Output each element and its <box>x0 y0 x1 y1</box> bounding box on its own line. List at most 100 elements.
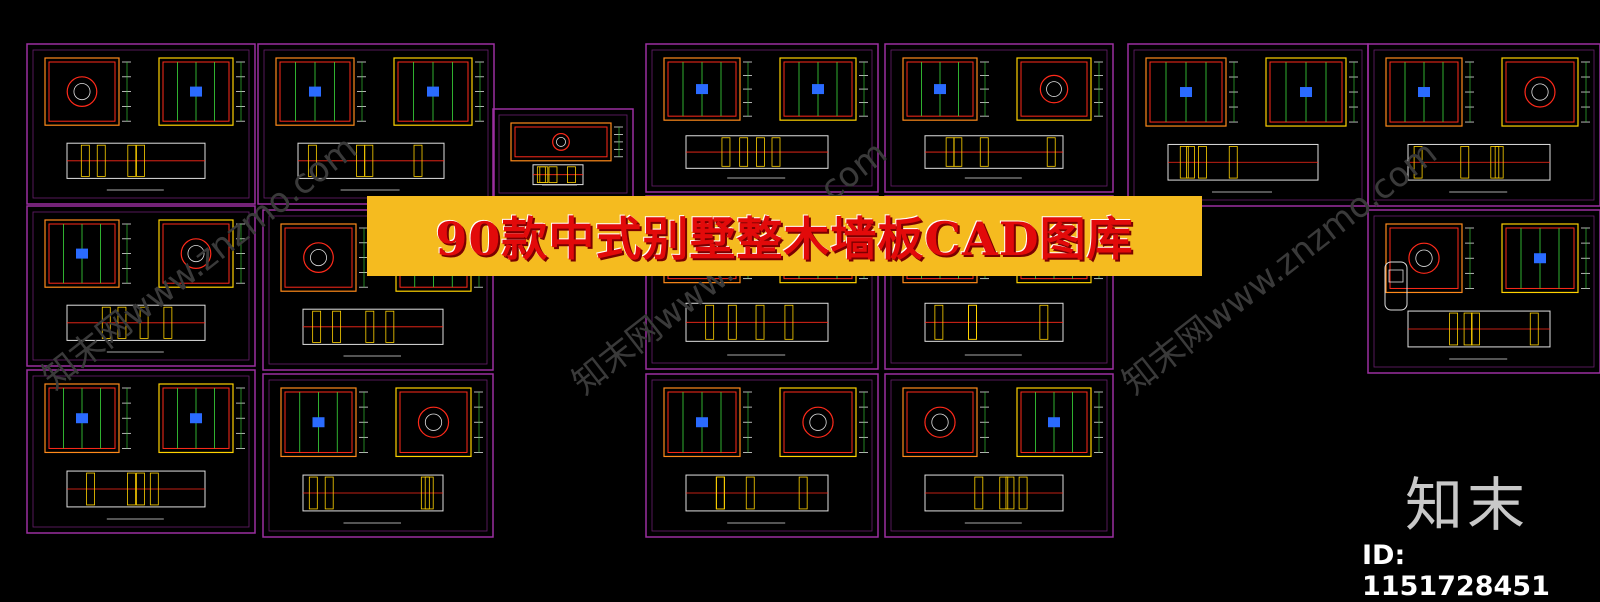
cad-section-detail <box>127 472 136 506</box>
cad-section-detail <box>756 137 765 167</box>
cad-accent-block <box>696 417 708 428</box>
cad-sheet-frame <box>26 43 256 205</box>
cad-section-detail <box>705 304 715 340</box>
cad-ornament-circle <box>556 136 566 147</box>
cad-elevation-outline <box>1385 57 1463 127</box>
cad-section-detail <box>784 304 794 340</box>
cad-section-detail <box>1179 146 1189 179</box>
cad-elevation-outline <box>1016 57 1092 121</box>
cad-accent-block <box>190 413 202 424</box>
cad-elevation-inner <box>1020 61 1088 117</box>
car-outline <box>1384 261 1408 311</box>
cad-accent-block <box>190 86 202 97</box>
cad-section-detail <box>136 144 145 177</box>
cad-section-detail <box>1186 146 1195 179</box>
cad-elevation-outline <box>158 383 234 454</box>
cad-elevation-outline <box>1265 57 1347 127</box>
cad-section-detail <box>979 137 989 167</box>
cad-ornament-circle <box>931 413 949 431</box>
title-banner: 90款中式别墅整木墙板CAD图库 <box>367 196 1202 276</box>
cad-sheet-frame <box>26 205 256 367</box>
cad-elevation-outline <box>1501 57 1579 127</box>
cad-section-detail <box>1449 312 1458 346</box>
cad-section-detail <box>755 304 765 340</box>
cad-accent-block <box>1534 253 1546 264</box>
cad-section-detail <box>424 476 434 510</box>
cad-accent-block <box>427 86 439 97</box>
cad-elevation-inner <box>162 223 230 284</box>
cad-section-detail <box>1471 312 1480 346</box>
cad-ornament-circle <box>552 132 570 151</box>
cad-accent-block <box>934 84 946 95</box>
cad-ornament-circle <box>66 76 98 107</box>
cad-sheet-frame <box>262 373 494 538</box>
resource-id: ID: 1151728451 <box>1362 540 1550 602</box>
cad-sheet-inner-frame <box>32 375 250 528</box>
cad-elevation-outline <box>663 387 741 458</box>
cad-ornament-circle <box>802 406 834 438</box>
cad-elevation-inner <box>1505 61 1575 123</box>
cad-accent-block <box>812 84 824 95</box>
cad-sheet-inner-frame <box>890 49 1108 187</box>
cad-ornament-circle <box>1046 81 1062 97</box>
cad-section-detail <box>974 476 984 510</box>
cad-elevation-inner <box>1389 227 1459 289</box>
cad-sheet-frame <box>1367 43 1600 207</box>
cad-elevation-outline <box>1501 223 1579 294</box>
cad-section-detail <box>117 306 127 339</box>
car-windshield <box>1388 269 1404 283</box>
cad-sheet-inner-frame <box>268 379 488 532</box>
cad-section-detail <box>324 476 334 510</box>
cad-sheet-frame <box>1367 209 1600 374</box>
banner-title: 90款中式别墅整木墙板CAD图库 <box>435 212 1134 266</box>
cad-sheet-frame <box>884 373 1114 538</box>
cad-section-detail <box>149 472 159 506</box>
cad-section-detail <box>739 137 749 167</box>
cad-section-detail <box>308 476 318 510</box>
cad-ornament-circle <box>417 406 450 438</box>
cad-elevation-outline <box>280 387 357 458</box>
cad-sheet-inner-frame <box>1133 49 1363 201</box>
cad-sheet-frame <box>26 369 256 534</box>
cad-ornament-circle <box>1415 249 1433 267</box>
cad-sheet-inner-frame <box>1373 215 1595 368</box>
cad-ornament-circle <box>1524 76 1556 108</box>
cad-accent-block <box>696 84 708 95</box>
cad-sheet-inner-frame <box>32 49 250 199</box>
cad-sheet-frame <box>645 43 879 193</box>
cad-accent-block <box>1418 87 1430 98</box>
cad-elevation-outline <box>1016 387 1092 458</box>
cad-section-detail <box>385 310 395 343</box>
cad-section-detail <box>934 304 944 340</box>
cad-accent-block <box>76 413 88 424</box>
cad-elevation-outline <box>779 387 857 458</box>
cad-ornament-circle <box>809 413 827 431</box>
cad-elevation-outline <box>44 57 120 126</box>
cad-ornament-circle <box>187 245 205 263</box>
cad-section-detail <box>727 304 737 340</box>
cad-accent-block <box>1048 417 1060 428</box>
cad-elevation-outline <box>44 383 120 454</box>
cad-section-detail <box>1039 304 1049 340</box>
cad-section-detail <box>539 166 549 184</box>
cad-ornament-circle <box>424 413 443 431</box>
cad-elevation-inner <box>906 391 974 453</box>
cad-section-detail <box>968 304 977 340</box>
cad-elevation-outline <box>280 223 357 292</box>
cad-elevation-outline <box>393 57 473 126</box>
cad-ornament-circle <box>1408 242 1440 274</box>
cad-elevation-outline <box>158 57 234 126</box>
cad-elevation-inner <box>399 391 468 453</box>
cad-sheet-inner-frame <box>890 379 1108 532</box>
cad-ornament-circle <box>180 238 212 269</box>
cad-sheet-inner-frame <box>32 211 250 361</box>
cad-elevation-outline <box>902 387 978 458</box>
cad-section-detail <box>798 476 808 510</box>
cad-section-detail <box>1005 476 1015 510</box>
cad-section-detail <box>721 137 731 167</box>
cad-section-detail <box>745 476 755 510</box>
cad-section-detail <box>999 476 1009 510</box>
cad-ornament-circle <box>1039 74 1069 104</box>
cad-sheet-inner-frame <box>1373 49 1595 201</box>
cad-sheet-inner-frame <box>651 49 873 187</box>
